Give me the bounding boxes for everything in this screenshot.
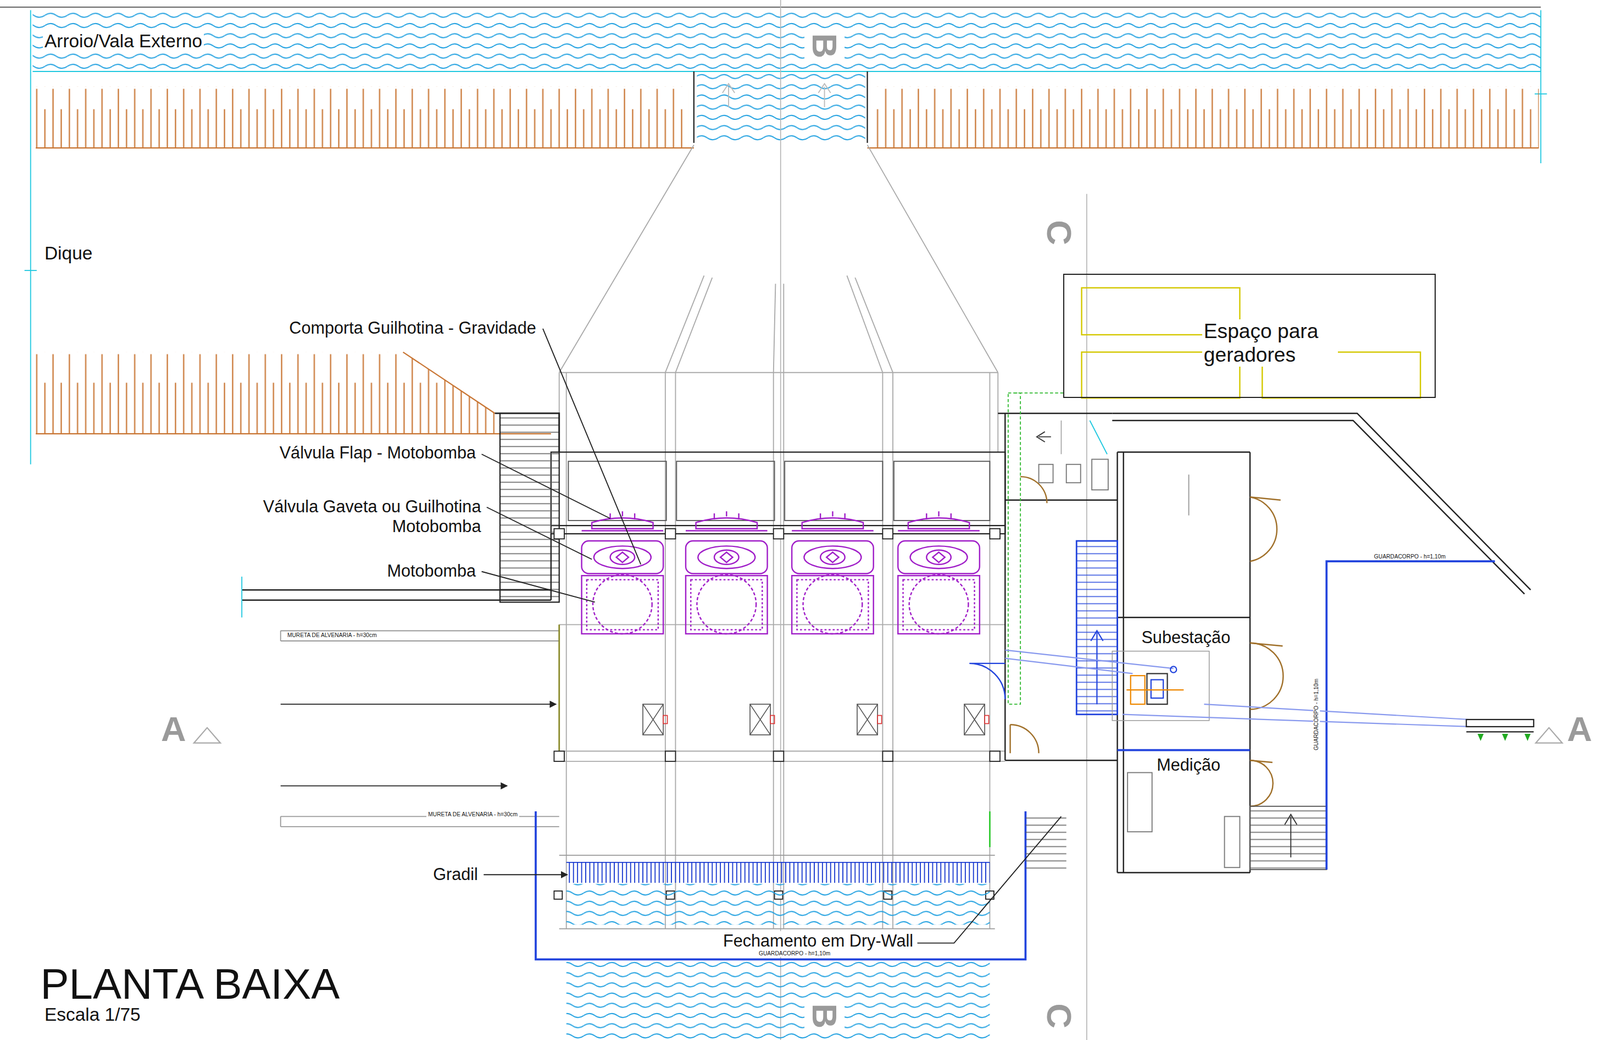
section-marker: C bbox=[1039, 1001, 1080, 1030]
part-label: Fechamento em Dry-Wall bbox=[721, 930, 915, 950]
section-marker: B bbox=[804, 1001, 845, 1030]
part-label: Gradil bbox=[431, 864, 480, 884]
generator-area-box: Espaço para geradores bbox=[1063, 273, 1436, 399]
section-marker: A bbox=[159, 708, 188, 749]
note-text: GUARDACORPO - h=1,10m bbox=[1372, 553, 1448, 560]
drawing-title: PLANTA BAIXA bbox=[39, 959, 342, 1009]
note-text: GUARDACORPO - h=1,10m bbox=[757, 950, 832, 957]
region-label: Arroio/Vala Externo bbox=[42, 30, 204, 52]
part-label: Válvula Gaveta ou Guilhotina Motobomba bbox=[212, 496, 483, 536]
note-text: MURETA DE ALVENARIA - h=30cm bbox=[426, 810, 520, 818]
part-label: Válvula Flap - Motobomba bbox=[278, 442, 478, 463]
section-marker: C bbox=[1039, 218, 1080, 248]
part-label: Comporta Guilhotina - Gravidade bbox=[287, 318, 538, 338]
box-text: Espaço para geradores bbox=[1202, 319, 1338, 366]
section-marker: A bbox=[1565, 708, 1594, 749]
part-label: Motobomba bbox=[385, 560, 478, 581]
scale-caption: Escala 1/75 bbox=[42, 1003, 143, 1025]
room-label: Subestação bbox=[1139, 627, 1232, 647]
section-marker: B bbox=[804, 31, 845, 61]
region-label: Dique bbox=[42, 242, 94, 264]
room-label: Medição bbox=[1154, 754, 1222, 775]
note-text: MURETA DE ALVENARIA - h=30cm bbox=[285, 631, 379, 639]
note-text: GUARDACORPO - h=1,10m bbox=[1313, 676, 1320, 752]
